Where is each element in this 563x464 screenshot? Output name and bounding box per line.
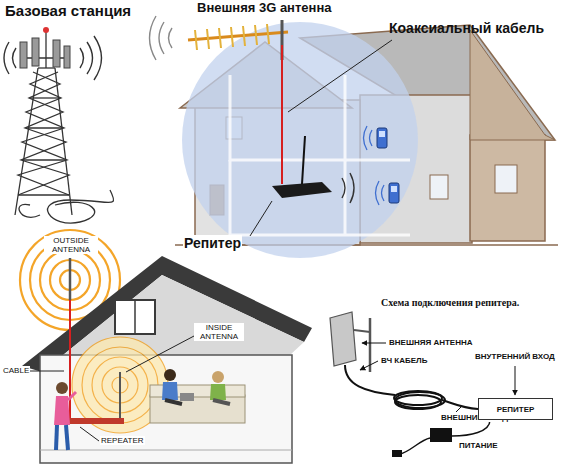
repeater-box: РЕПИТЕР (478, 398, 553, 420)
repeater-label: REPEATER (100, 436, 145, 445)
leader-line (126, 336, 194, 372)
leader-line (456, 406, 462, 412)
tower (15, 32, 114, 223)
scheme-title: Схема подключения репитера. (380, 297, 520, 309)
inside-antenna-label: INSIDE ANTENNA (194, 323, 244, 341)
phones (364, 126, 400, 205)
part-label: ВНЕШНЯЯ АНТЕННА (388, 338, 474, 347)
house-bottom (20, 230, 312, 463)
leader-arrow (360, 361, 378, 370)
repeater-label: Репитер (183, 235, 242, 251)
leader-line (30, 371, 64, 372)
leader-arrow (362, 343, 386, 344)
part-label: ПИТАНИЕ (458, 441, 499, 450)
part-label: ВНУТРЕННИЙ ВХОД (474, 352, 556, 361)
leader-arrow (515, 366, 516, 395)
outside-antenna-label: OUTSIDE ANTENNA (44, 236, 98, 254)
station-label: Базовая станция (4, 2, 132, 19)
part-label: ВЧ КАБЕЛЬ (380, 356, 428, 365)
box-text: РЕПИТЕР (497, 405, 535, 414)
yagi-antenna (188, 20, 288, 60)
cable-label: CABLE (2, 366, 30, 375)
coax-cable (281, 45, 283, 184)
leader-line (80, 427, 99, 441)
antenna-label: Внешняя 3G антенна (196, 1, 333, 16)
leader-line (288, 40, 392, 112)
leader-line (250, 201, 272, 236)
coverage-circle (182, 22, 418, 258)
cable-label: Коаксиальный кабель (388, 20, 545, 36)
scheme (330, 312, 490, 457)
repeater-device (272, 136, 354, 203)
